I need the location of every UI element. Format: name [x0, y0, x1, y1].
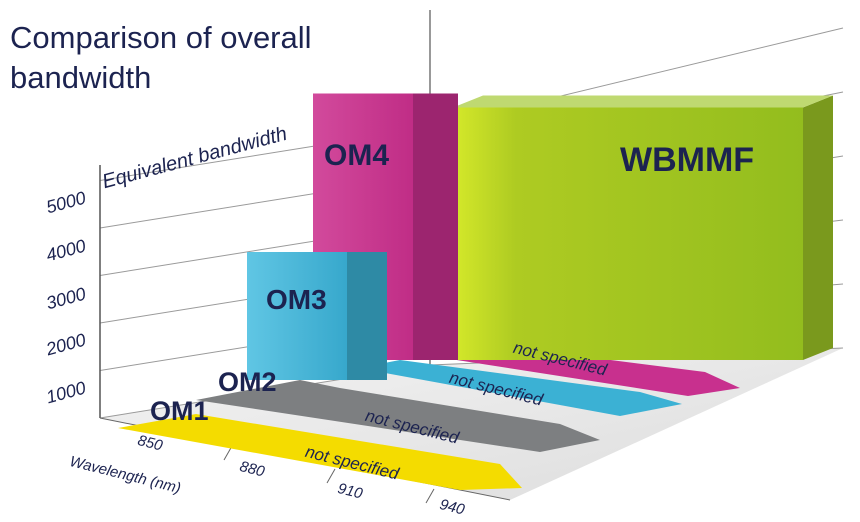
chart-title: Comparison of overall bandwidth	[10, 18, 312, 98]
bar-label-wbmmf: WBMMF	[620, 141, 755, 179]
bar-side-om4	[413, 93, 458, 360]
bar-front-om3	[247, 252, 347, 380]
title-line-1: Comparison of overall	[10, 20, 312, 55]
x-tick-mark	[425, 488, 435, 504]
bar-label-om3: OM3	[266, 284, 327, 315]
title-line-2: bandwidth	[10, 60, 152, 95]
x-tick-mark	[326, 468, 336, 484]
bar-label-om2: OM2	[218, 367, 277, 397]
floor-strip-om1	[118, 414, 522, 490]
bar-side-om3	[347, 252, 387, 380]
bar-label-om1: OM1	[150, 396, 209, 426]
bar-side-wbmmf	[803, 95, 833, 360]
bar-front-wbmmf	[453, 107, 803, 360]
floor-strip-om2	[196, 380, 600, 452]
floor-strip-om3	[358, 360, 682, 416]
bar-top-wbmmf	[453, 95, 833, 108]
bar-label-om4: OM4	[324, 139, 390, 172]
